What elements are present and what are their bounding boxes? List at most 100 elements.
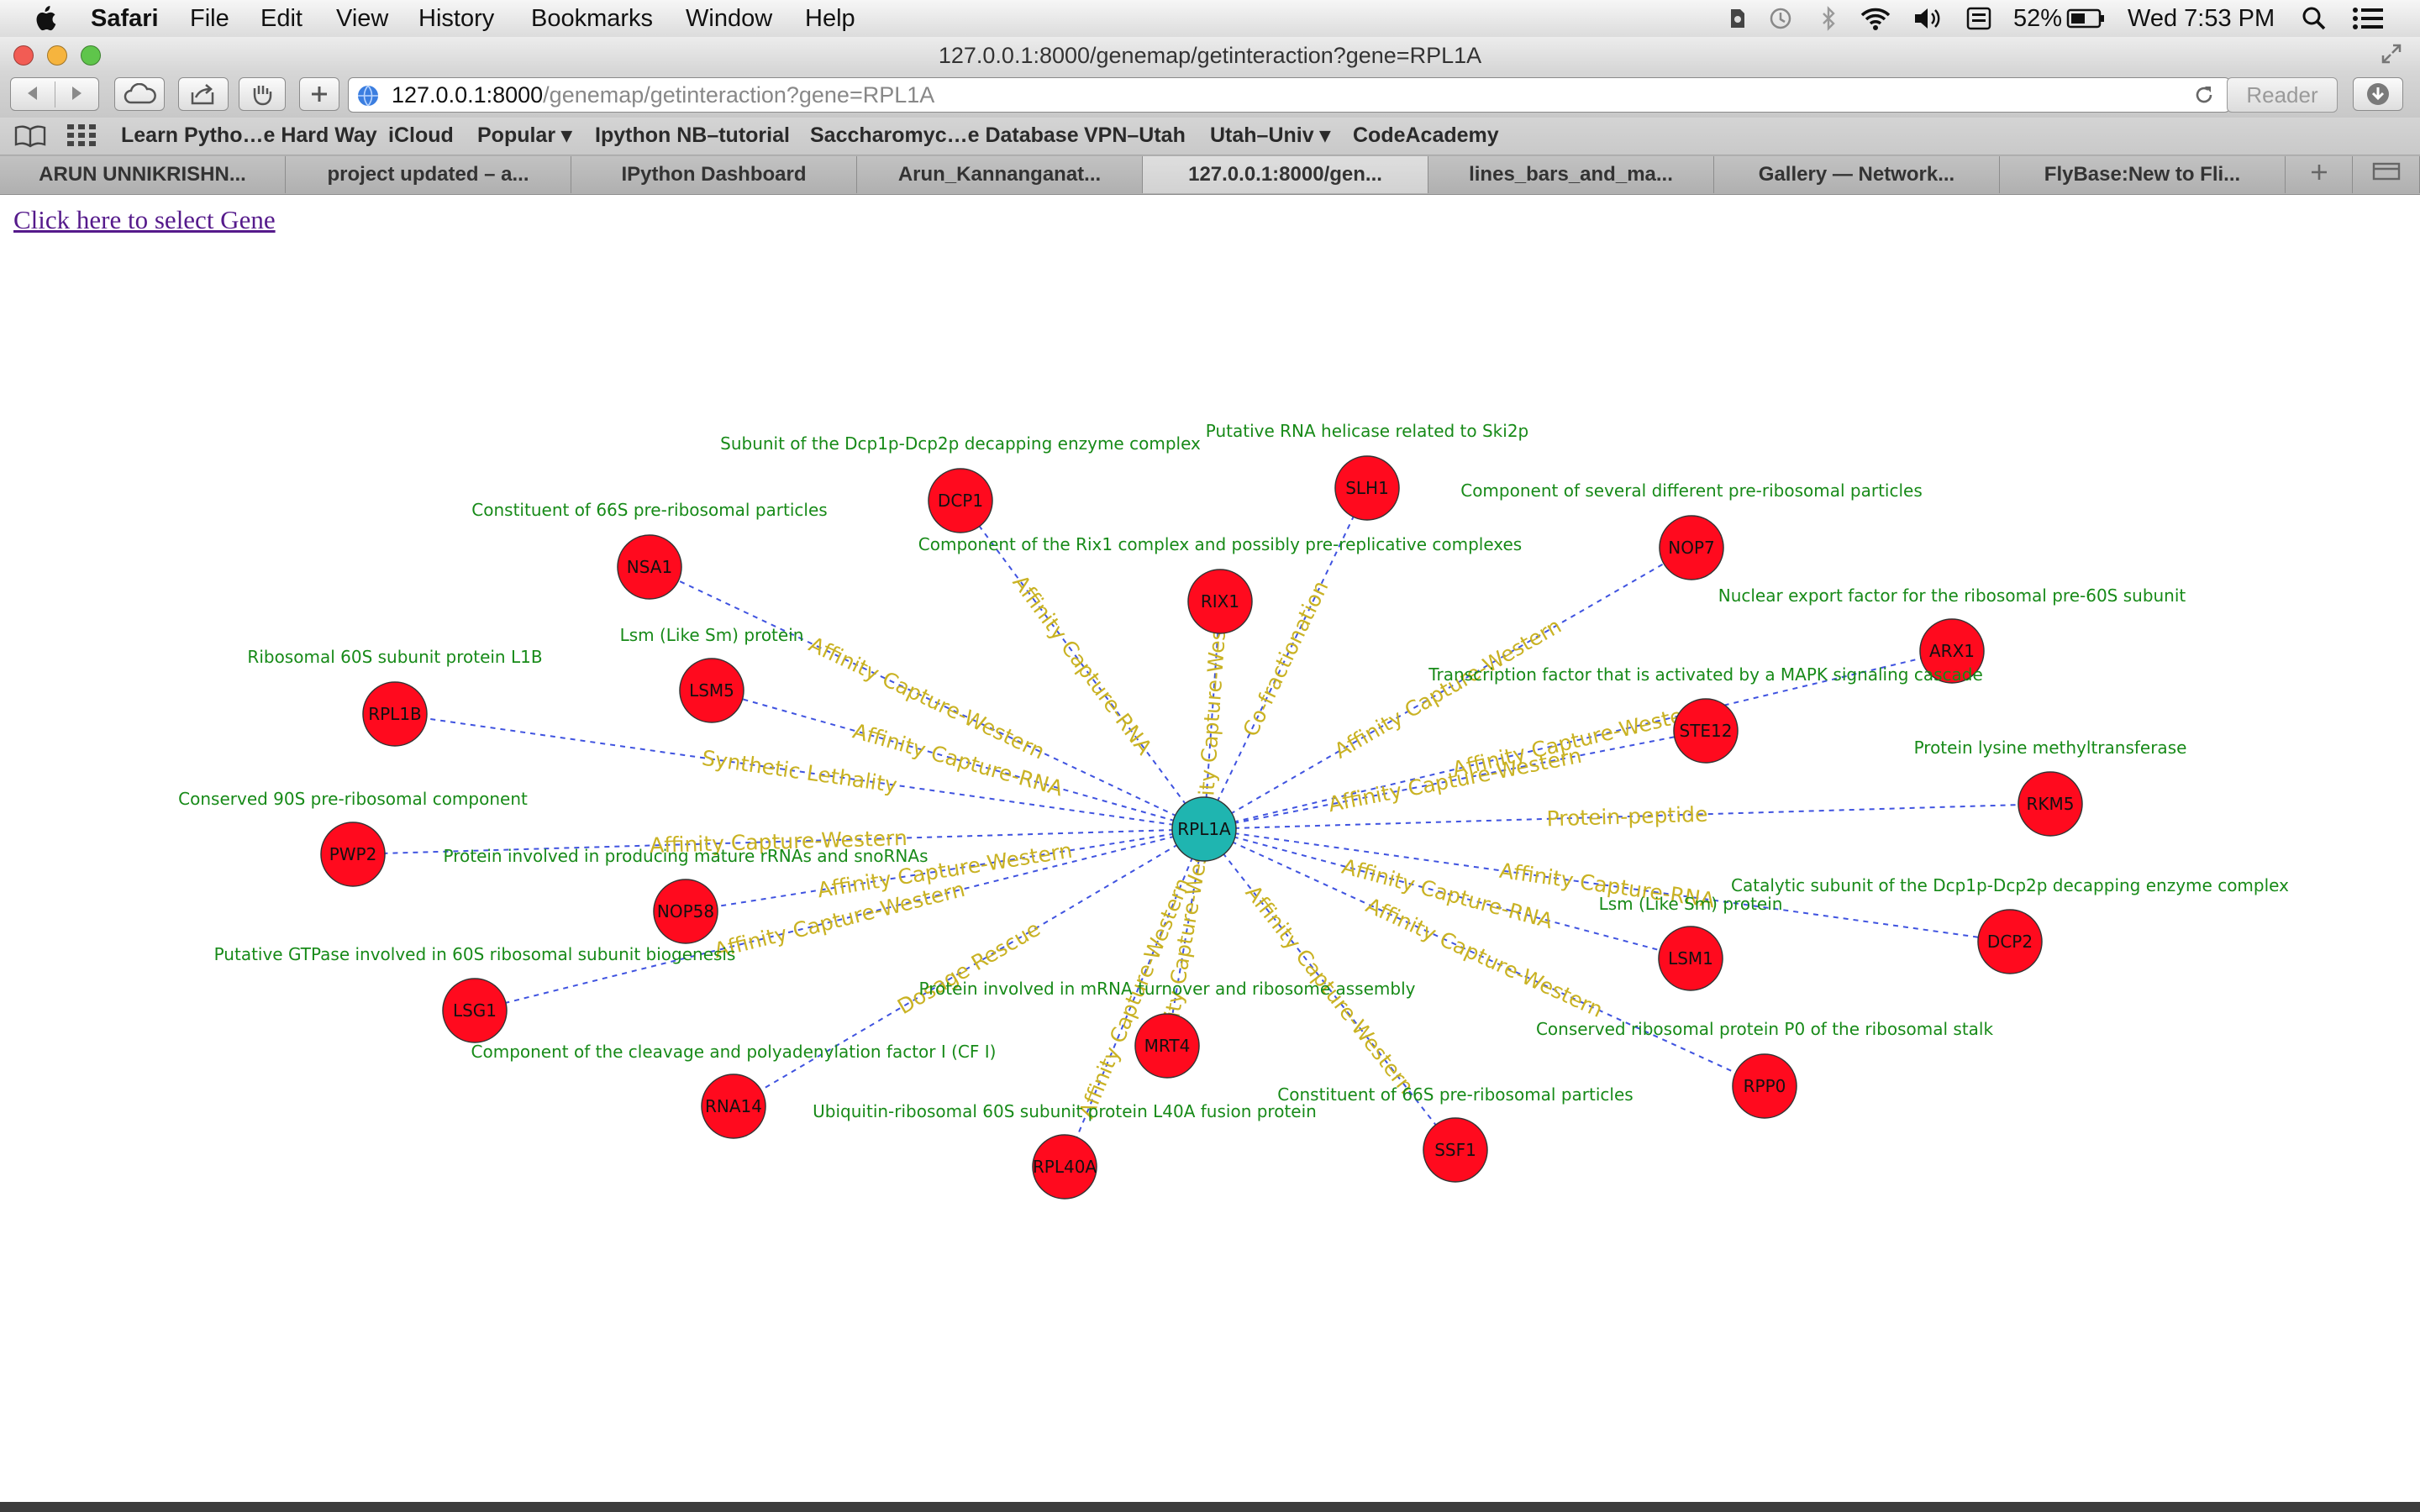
edges: [352, 487, 2051, 1168]
bookmark-saccharomyces-database[interactable]: Saccharomyc…e Database: [810, 123, 1079, 147]
reading-list-icon[interactable]: [13, 123, 47, 148]
gene-node-mrt4[interactable]: MRT4: [1134, 1013, 1200, 1079]
show-all-tabs-button[interactable]: [2353, 156, 2420, 193]
icloud-tabs-button[interactable]: [114, 77, 165, 111]
window-title: 127.0.0.1:8000/genemap/getinteraction?ge…: [938, 43, 1482, 68]
node-circle: [1732, 1053, 1797, 1119]
tab-ipython-dashboard[interactable]: IPython Dashboard: [571, 156, 857, 193]
bookmark-vpn-utah[interactable]: VPN–Utah: [1084, 123, 1186, 147]
url-text[interactable]: 127.0.0.1:8000/genemap/getinteraction?ge…: [392, 80, 934, 110]
gene-node-ssf1[interactable]: SSF1: [1423, 1117, 1488, 1183]
bookmark-utah-univ[interactable]: Utah–Univ ▾: [1210, 123, 1331, 147]
volume-icon[interactable]: [1912, 5, 1943, 32]
node-label: SLH1: [1345, 478, 1389, 498]
tab-arun-kannanganat[interactable]: Arun_Kannanganat...: [857, 156, 1143, 193]
center-node-rpl1a[interactable]: RPL1A: [1171, 796, 1237, 862]
tab-arun-unnikrishnan[interactable]: ARUN UNNIKRISHN...: [0, 156, 286, 193]
gene-node-slh1[interactable]: SLH1: [1334, 455, 1400, 521]
apple-menu-icon[interactable]: [32, 5, 57, 32]
tab-lines-bars-and-markers[interactable]: lines_bars_and_ma...: [1428, 156, 1714, 193]
new-tab-plus-button[interactable]: [2286, 156, 2353, 193]
gene-node-lsg1[interactable]: LSG1: [442, 978, 508, 1043]
description-nop7: Component of several different pre-ribos…: [1460, 480, 1923, 501]
edge-pwp2: [352, 828, 1205, 855]
gene-node-nop7[interactable]: NOP7: [1659, 515, 1724, 580]
menu-bookmarks[interactable]: Bookmarks: [531, 5, 654, 32]
address-bar[interactable]: [348, 77, 2230, 113]
gene-node-rkm5[interactable]: RKM5: [2018, 771, 2083, 837]
new-tab-button[interactable]: [299, 77, 339, 111]
edge-dcp2: [1203, 828, 2011, 942]
gene-node-rix1[interactable]: RIX1: [1187, 569, 1253, 634]
gene-node-pwp2[interactable]: PWP2: [320, 822, 386, 887]
close-window-button[interactable]: [13, 45, 34, 66]
description-rna14: Component of the cleavage and polyadenyl…: [471, 1042, 997, 1062]
keyboard-input-icon[interactable]: [1965, 5, 1993, 32]
bookmark-icloud[interactable]: iCloud: [388, 123, 454, 147]
gene-node-nop58[interactable]: NOP58: [653, 879, 718, 944]
url-host: 127.0.0.1:8000: [392, 82, 544, 108]
app-menu-safari[interactable]: Safari: [91, 5, 159, 32]
bluetooth-icon[interactable]: [1818, 5, 1839, 32]
reload-icon[interactable]: [2193, 84, 2215, 106]
node-label: RKM5: [2027, 794, 2075, 814]
edge-dcp1: [960, 500, 1205, 830]
node-circle: [617, 534, 682, 600]
node-label: PWP2: [329, 844, 377, 864]
description-nsa1: Constituent of 66S pre-ribosomal particl…: [471, 500, 827, 520]
share-button[interactable]: [178, 77, 229, 111]
node-circle: [320, 822, 386, 887]
node-circle: [679, 658, 744, 723]
time-machine-icon[interactable]: [1768, 5, 1793, 32]
clock[interactable]: Wed 7:53 PM: [2128, 5, 2275, 32]
bookmark-learn-python[interactable]: Learn Pytho…e Hard Way: [121, 123, 377, 147]
gene-node-rpp0[interactable]: RPP0: [1732, 1053, 1797, 1119]
zoom-window-button[interactable]: [81, 45, 101, 66]
menu-view[interactable]: View: [336, 5, 389, 32]
gene-node-arx1[interactable]: ARX1: [1919, 618, 1985, 684]
menu-window[interactable]: Window: [686, 5, 773, 32]
menu-edit[interactable]: Edit: [260, 5, 302, 32]
bookmark-popular[interactable]: Popular ▾: [477, 123, 572, 147]
tab-gallery-networkx[interactable]: Gallery — Network...: [1714, 156, 2000, 193]
menu-file[interactable]: File: [190, 5, 229, 32]
select-gene-link[interactable]: Click here to select Gene: [13, 205, 276, 234]
battery-icon[interactable]: [2065, 5, 2106, 32]
evernote-icon[interactable]: [1724, 5, 1749, 32]
node-label: NOP58: [657, 901, 714, 921]
gene-node-dcp1[interactable]: DCP1: [928, 468, 993, 533]
bookmark-ipython-nb-tutorial[interactable]: Ipython NB–tutorial: [595, 123, 790, 147]
downloads-button[interactable]: [2353, 77, 2403, 111]
notification-center-icon[interactable]: [2351, 5, 2385, 32]
description-rkm5: Protein lysine methyltransferase: [1914, 738, 2187, 758]
tab-genemap-active[interactable]: 127.0.0.1:8000/gen...: [1143, 156, 1428, 193]
edge-arx1: [1203, 650, 1953, 830]
menu-history[interactable]: History: [418, 5, 495, 32]
gene-node-ste12[interactable]: STE12: [1673, 698, 1739, 764]
tab-flybase[interactable]: FlyBase:New to Fli...: [2000, 156, 2286, 193]
fullscreen-icon[interactable]: [2380, 42, 2403, 66]
minimize-window-button[interactable]: [47, 45, 67, 66]
gene-node-lsm5[interactable]: LSM5: [679, 658, 744, 723]
reading-list-button[interactable]: [239, 77, 286, 111]
gene-node-nsa1[interactable]: NSA1: [617, 534, 682, 600]
gene-node-rpl40a[interactable]: RPL40A: [1032, 1134, 1097, 1200]
gene-node-dcp2[interactable]: DCP2: [1977, 909, 2043, 974]
gene-node-lsm1[interactable]: LSM1: [1658, 926, 1723, 991]
edge-slh1: [1203, 487, 1368, 830]
spotlight-search-icon[interactable]: [2301, 5, 2328, 32]
gene-node-rna14[interactable]: RNA14: [701, 1074, 766, 1139]
wifi-icon[interactable]: [1857, 5, 1894, 32]
tab-project-updated[interactable]: project updated – a...: [286, 156, 571, 193]
node-label: SSF1: [1434, 1140, 1476, 1160]
reader-button[interactable]: Reader: [2227, 77, 2338, 113]
node-label: DCP1: [938, 491, 983, 511]
gene-node-rpl1b[interactable]: RPL1B: [362, 681, 428, 747]
menu-help[interactable]: Help: [805, 5, 855, 32]
top-sites-grid-icon[interactable]: [67, 124, 96, 146]
bookmark-codeacademy[interactable]: CodeAcademy: [1353, 123, 1499, 147]
back-icon[interactable]: [11, 81, 55, 108]
edge-rna14: [733, 828, 1205, 1107]
edge-label-rna14: Dosage Rescue: [893, 916, 1044, 1019]
forward-icon[interactable]: [55, 81, 99, 108]
